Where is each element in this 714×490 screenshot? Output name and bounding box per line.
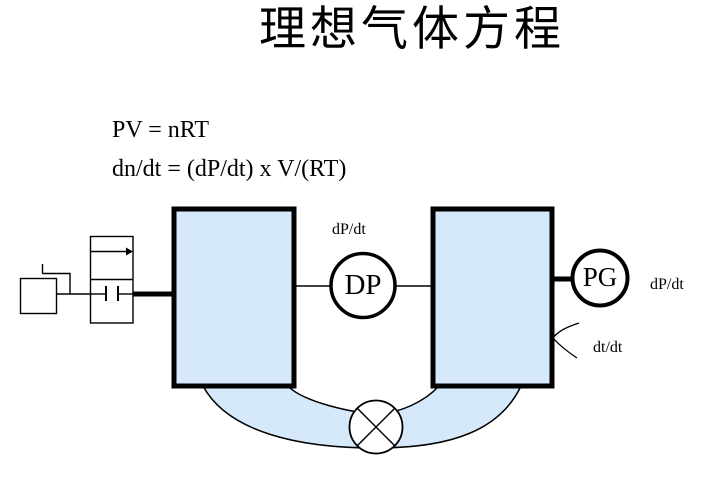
equation-derivative: dn/dt = (dP/dt) x V/(RT) (112, 156, 347, 182)
slide-title: 理想气体方程 (259, 4, 565, 56)
tank-1 (171, 206, 297, 389)
supply-wire-upper (42, 272, 71, 294)
pg-gauge-label: PG (582, 262, 618, 292)
flow-arrow-head (126, 247, 133, 256)
tank-2 (430, 206, 555, 389)
pg-rate-annotation: dP/dt (650, 276, 684, 293)
sensor-rate-annotation: dt/dt (593, 339, 623, 356)
dp-gauge-circle (329, 251, 397, 320)
dp-rate-annotation: dP/dt (332, 221, 366, 238)
equation-ideal-gas: PV = nRT (112, 117, 210, 143)
gas-supply-schematic (19, 235, 134, 324)
pg-gauge-circle (570, 248, 630, 308)
supply-box (19, 277, 58, 315)
valve-icon (348, 399, 404, 455)
sensor-lead-icon (552, 322, 580, 359)
dp-gauge-label: DP (344, 269, 382, 301)
